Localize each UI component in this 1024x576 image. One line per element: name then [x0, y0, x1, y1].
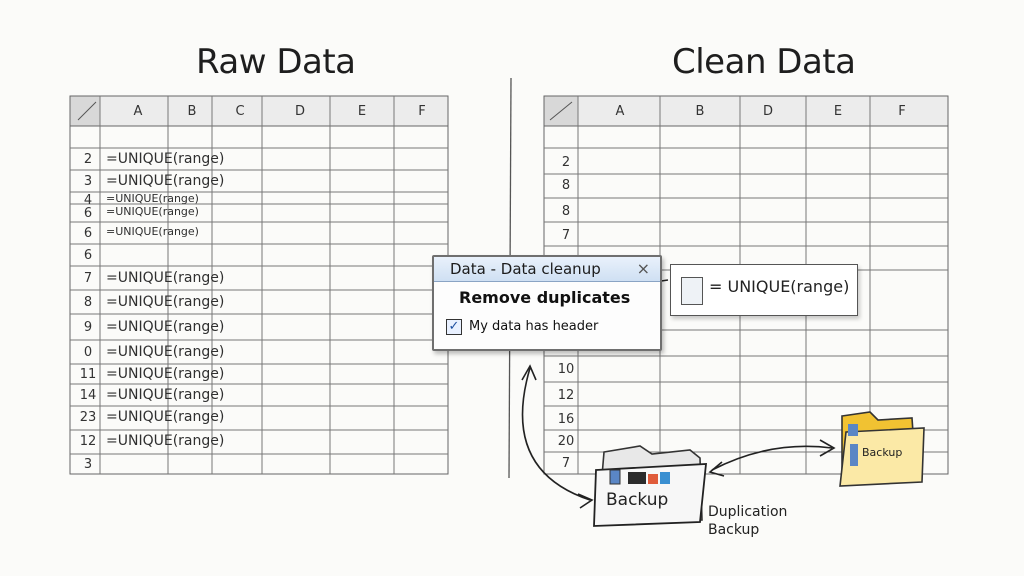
right-folder-label: Backup: [862, 446, 903, 459]
left-cell-formula: =UNIQUE(range): [106, 387, 225, 403]
left-cell-formula: =UNIQUE(range): [106, 151, 225, 167]
left-row-number: 6: [83, 226, 93, 241]
raw-data-title: Raw Data: [196, 42, 356, 82]
left-cell-formula: =UNIQUE(range): [106, 366, 225, 382]
left-cell-formula: =UNIQUE(range): [106, 192, 199, 205]
document-icon: [681, 277, 703, 305]
remove-duplicates-button[interactable]: Remove duplicates: [459, 288, 631, 307]
backup-folder-icon: [593, 445, 708, 527]
left-row-number: 6: [83, 248, 93, 263]
left-row-number: 7: [83, 271, 93, 286]
right-column-header: A: [615, 104, 625, 119]
right-folder-icon: [839, 411, 925, 487]
left-column-header: A: [133, 104, 143, 119]
arrow-backup-to-folder: [711, 445, 833, 471]
right-row-number: 8: [561, 204, 571, 219]
left-row-number: 14: [79, 388, 97, 403]
callout-formula: = UNIQUE(range): [709, 277, 850, 296]
dialog-title-bar: Data - Data cleanup: [434, 257, 660, 282]
right-row-number: 2: [561, 155, 571, 170]
right-row-number: 20: [557, 434, 575, 449]
left-row-number: 8: [83, 295, 93, 310]
header-checkbox-label: My data has header: [469, 319, 599, 334]
right-column-header: E: [833, 104, 843, 119]
left-column-header: E: [357, 104, 367, 119]
arrow-dialog-to-backup: [521, 367, 591, 501]
left-row-number: 2: [83, 152, 93, 167]
left-cell-formula: =UNIQUE(range): [106, 433, 225, 449]
left-column-header: C: [235, 104, 245, 119]
left-cell-formula: =UNIQUE(range): [106, 344, 225, 360]
data-cleanup-dialog[interactable]: Data - Data cleanup × Remove duplicates …: [432, 255, 662, 351]
left-column-header: D: [294, 104, 305, 119]
left-cell-formula: =UNIQUE(range): [106, 409, 225, 425]
right-column-header: B: [695, 104, 705, 119]
left-cell-formula: =UNIQUE(range): [106, 319, 225, 335]
left-row-number: 3: [83, 457, 93, 472]
left-row-number: 3: [83, 174, 93, 189]
duplication-label-line2: Backup: [708, 522, 760, 538]
left-row-number: 6: [83, 206, 93, 221]
left-column-header: B: [187, 104, 197, 119]
left-column-header: F: [418, 104, 426, 119]
left-row-number: 12: [79, 434, 97, 449]
clean-data-title: Clean Data: [672, 42, 856, 82]
left-cell-formula: =UNIQUE(range): [106, 294, 225, 310]
unique-formula-callout: = UNIQUE(range): [670, 264, 858, 316]
left-row-number: 0: [83, 345, 93, 360]
right-row-number: 7: [561, 228, 571, 243]
backup-folder-label: Backup: [606, 490, 669, 510]
left-cell-formula: =UNIQUE(range): [106, 225, 199, 238]
right-row-number: 12: [557, 388, 575, 403]
right-column-header: F: [898, 104, 906, 119]
left-cell-formula: =UNIQUE(range): [106, 205, 199, 218]
right-row-number: 8: [561, 178, 571, 193]
left-row-number: 4: [83, 193, 93, 208]
left-row-number: 23: [79, 410, 97, 425]
left-cell-formula: =UNIQUE(range): [106, 270, 225, 286]
left-row-number: 9: [83, 320, 93, 335]
right-column-header: D: [762, 104, 773, 119]
left-row-number: 11: [79, 367, 97, 382]
right-row-number: 7: [561, 456, 571, 471]
right-row-number: 16: [557, 412, 575, 427]
header-checkbox[interactable]: ✓: [446, 319, 462, 335]
left-cell-formula: =UNIQUE(range): [106, 173, 225, 189]
right-row-number: 10: [557, 362, 575, 377]
close-icon[interactable]: ×: [636, 259, 650, 278]
left-sheet-grid: [69, 95, 449, 475]
duplication-label-line1: Duplication: [708, 504, 788, 520]
